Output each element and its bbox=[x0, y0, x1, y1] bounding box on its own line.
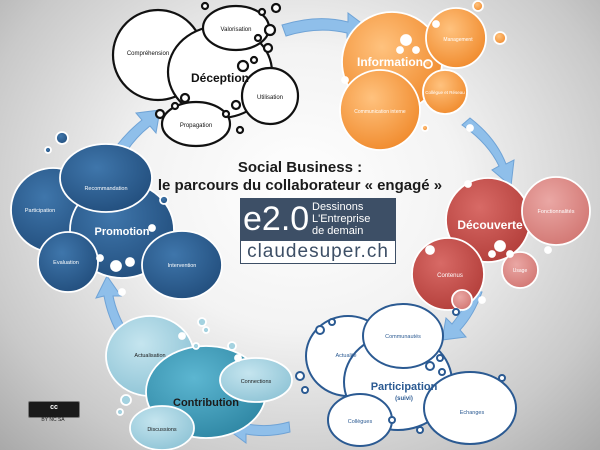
information-title: Information bbox=[357, 55, 423, 69]
node-management bbox=[425, 7, 487, 69]
diagram-title-line2: le parcours du collaborateur « engagé » bbox=[157, 177, 443, 194]
node-communautes bbox=[362, 303, 444, 369]
decouverte-item-usage: Usage bbox=[513, 268, 528, 274]
node-intervention bbox=[141, 230, 223, 300]
node-utilisation bbox=[240, 66, 300, 126]
contribution-item-connections: Connections bbox=[241, 379, 272, 385]
node-echanges bbox=[423, 371, 517, 445]
node-fonctionnalites bbox=[521, 176, 591, 246]
information-item-collegue: Collègue et Réseau bbox=[425, 90, 465, 95]
cc-icon: cc bbox=[50, 404, 58, 411]
node-communication-interne bbox=[339, 69, 421, 151]
promotion-item-participation: Participation bbox=[25, 208, 55, 214]
contribution-title: Contribution bbox=[173, 397, 239, 409]
stage-deception bbox=[111, 1, 300, 148]
node-discussions bbox=[129, 405, 195, 450]
decouverte-title: Découverte bbox=[457, 218, 523, 232]
diagram-title-line1: Social Business : bbox=[237, 159, 363, 176]
deception-item-propagation: Propagation bbox=[180, 123, 212, 129]
decouverte-item-fonctionnalites: Fonctionnalités bbox=[538, 209, 575, 215]
deception-item-comprehension: Compréhension bbox=[127, 51, 169, 57]
information-item-management: Management bbox=[443, 37, 473, 43]
stage-contribution bbox=[105, 315, 293, 450]
deception-item-valorisation: Valorisation bbox=[221, 27, 252, 33]
e20-logo: e2.0 Dessinons L'Entreprise de demain cl… bbox=[240, 198, 396, 264]
promotion-title: Promotion bbox=[95, 226, 150, 238]
logo-line1: Dessinons bbox=[312, 201, 364, 213]
stage-promotion bbox=[10, 131, 223, 300]
stage-decouverte bbox=[411, 176, 591, 311]
participation-item-collegues: Collègues bbox=[348, 419, 373, 425]
node-propagation bbox=[160, 100, 232, 148]
cc-license-badge: cc bbox=[28, 401, 80, 418]
node-connections bbox=[219, 357, 293, 403]
node-usage bbox=[501, 251, 539, 289]
node-evaluation bbox=[37, 231, 99, 293]
information-item-communication: Communication interne bbox=[354, 109, 406, 115]
logo-mark: e2.0 bbox=[243, 200, 310, 238]
promotion-item-intervention: Intervention bbox=[168, 263, 197, 269]
promotion-item-evaluation: Evaluation bbox=[53, 260, 79, 266]
stage-participation bbox=[295, 303, 517, 447]
stage-information bbox=[339, 0, 507, 151]
participation-item-actualite: Actualité bbox=[335, 353, 356, 359]
deception-item-utilisation: Utilisation bbox=[257, 95, 283, 101]
contribution-item-discussions: Discussions bbox=[147, 427, 177, 433]
decouverte-item-contenus: Contenus bbox=[437, 273, 463, 279]
contribution-item-actualisation: Actualisation bbox=[134, 353, 165, 359]
participation-subtitle: (suivi) bbox=[395, 396, 413, 402]
cc-license-terms: BY NC SA bbox=[41, 417, 65, 423]
logo-line2: L'Entreprise bbox=[312, 213, 371, 225]
arrow-information-to-decouverte bbox=[461, 117, 515, 187]
logo-site: claudesuper.ch bbox=[240, 240, 396, 264]
logo-line3: de demain bbox=[312, 225, 364, 237]
participation-title: Participation bbox=[371, 381, 438, 393]
participation-item-echanges: Echanges bbox=[460, 410, 485, 416]
participation-item-communautes: Communautés bbox=[385, 334, 421, 340]
node-collegue-reseau bbox=[422, 69, 468, 115]
promotion-item-recommandation: Recommandation bbox=[84, 186, 127, 192]
node-recommandation bbox=[59, 143, 153, 213]
deception-title: Déception bbox=[191, 71, 249, 85]
